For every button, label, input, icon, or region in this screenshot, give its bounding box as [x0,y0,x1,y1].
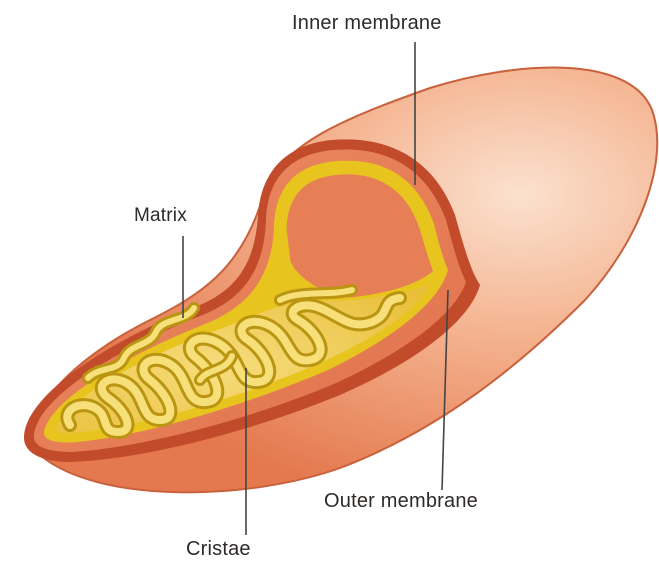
outer-membrane-label: Outer membrane [324,490,478,513]
matrix-label: Matrix [134,205,187,227]
inner-membrane-label: Inner membrane [292,12,442,35]
cristae-label: Cristae [186,538,251,561]
